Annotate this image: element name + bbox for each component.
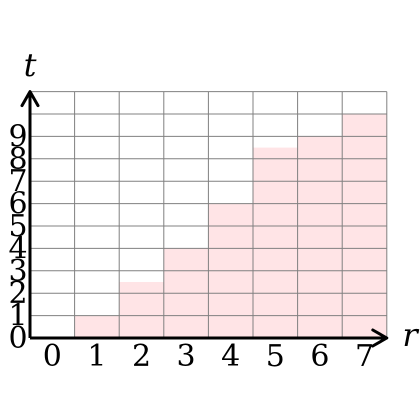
y-tick-label: 3 — [8, 254, 27, 289]
y-tick-label: 6 — [8, 187, 27, 222]
x-axis-arrow — [371, 328, 389, 348]
y-tick-label: 7 — [8, 164, 27, 199]
y-tick-label: 9 — [8, 119, 27, 154]
x-tick-label: 0 — [43, 339, 62, 374]
bar-2 — [119, 282, 164, 338]
y-tick-label: 2 — [8, 276, 27, 311]
x-tick-label: 1 — [87, 339, 106, 374]
x-tick-label: 7 — [355, 339, 374, 374]
axes — [20, 90, 389, 348]
x-tick-label: 6 — [310, 339, 329, 374]
bar-5 — [253, 147, 298, 338]
x-tick-label: 2 — [132, 339, 151, 374]
y-axis-arrow — [20, 90, 40, 108]
y-tick-label: 0 — [8, 321, 27, 356]
bar-6 — [297, 136, 343, 338]
x-axis-label: r — [402, 316, 419, 354]
y-tick-label: 1 — [8, 299, 27, 334]
y-axis-label: t — [24, 46, 37, 84]
bar-1 — [74, 315, 120, 338]
y-tick-label: 5 — [8, 209, 27, 244]
x-tick-label: 4 — [221, 339, 240, 374]
y-tick-label: 8 — [8, 142, 27, 177]
x-tick-label: 5 — [266, 339, 285, 374]
x-tick-label: 3 — [177, 339, 196, 374]
y-tick-label: 4 — [8, 231, 27, 266]
